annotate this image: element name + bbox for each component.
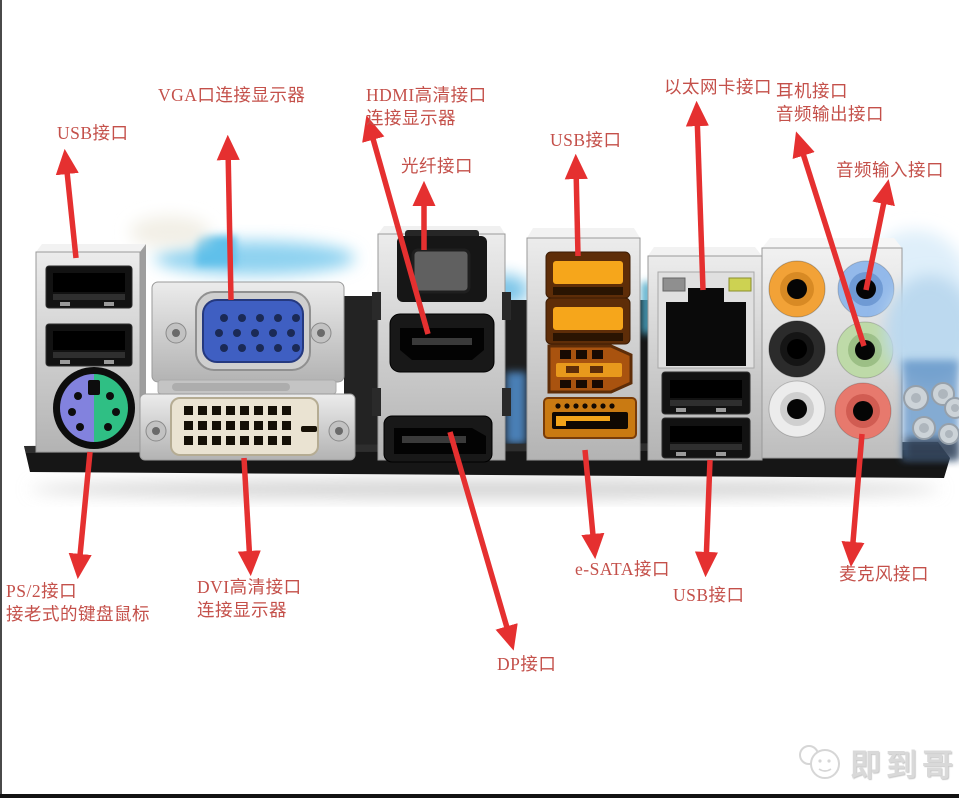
- usb-orange-port-1: [545, 251, 631, 299]
- arrow-audio-in: [863, 179, 895, 291]
- ethernet-usb-block: [647, 247, 763, 461]
- watermark-text: 即到哥: [850, 748, 958, 783]
- vga-dvi-block: [139, 281, 356, 461]
- chat-bubbles-icon: [799, 744, 840, 779]
- arrow-vga: [216, 134, 240, 301]
- audio-jack-white: [768, 380, 826, 438]
- audio-jack-green: [836, 321, 894, 379]
- label-usb-top-left: USB接口: [57, 123, 129, 143]
- optical-hdmi-dp-block: [372, 226, 511, 463]
- audio-jack-orange: [768, 260, 826, 318]
- label-hdmi: HDMI高清接口 连接显示器: [366, 85, 487, 129]
- label-ps2: PS/2接口 接老式的键盘鼠标: [6, 581, 150, 625]
- arrow-mic: [841, 433, 865, 568]
- label-usb-bottom: USB接口: [673, 585, 745, 605]
- usb-port-4: [661, 417, 751, 459]
- firewire-port: [547, 344, 633, 394]
- board-shadow: [30, 480, 940, 498]
- audio-jack-block: [761, 238, 903, 459]
- ethernet-port: [657, 271, 755, 369]
- arrow-dvi: [237, 457, 261, 577]
- arrow-dp: [447, 431, 518, 651]
- vga-port: [195, 291, 311, 371]
- usb-ps2-block: [35, 244, 146, 453]
- arrow-usb-top-left: [55, 148, 79, 259]
- label-dp: DP接口: [497, 654, 557, 674]
- arrow-usb-bottom: [694, 459, 719, 578]
- displayport-port: [383, 415, 493, 463]
- pcb-capacitors: [885, 275, 959, 460]
- hdmi-port: [389, 313, 495, 373]
- usb-port-2: [45, 323, 133, 367]
- audio-jack-black: [768, 320, 826, 378]
- label-optical: 光纤接口: [401, 156, 473, 176]
- arrow-hdmi: [362, 115, 431, 335]
- label-headphone: 耳机接口 音频输出接口: [776, 81, 884, 125]
- arrow-esata: [581, 449, 605, 560]
- usb-orange-port-2: [545, 297, 631, 345]
- dvi-port: [170, 397, 319, 456]
- label-esata: e-SATA接口: [575, 559, 670, 579]
- esata-port: [543, 397, 637, 439]
- arrow-ethernet: [685, 100, 709, 291]
- usb-port-3: [661, 371, 751, 415]
- label-vga: VGA口连接显示器: [158, 85, 306, 105]
- label-usb-orange: USB接口: [550, 130, 622, 150]
- frame-bottom-line: [0, 794, 959, 798]
- audio-jack-pink: [834, 382, 892, 440]
- frame-left-line: [0, 0, 2, 798]
- usb-port-1: [45, 265, 133, 309]
- label-dvi: DVI高清接口 连接显示器: [197, 577, 302, 621]
- label-ethernet: 以太网卡接口: [664, 77, 772, 97]
- annotation-arrows: [55, 100, 895, 651]
- arrow-headphone: [792, 131, 867, 347]
- orange-port-stack: [526, 228, 641, 461]
- label-mic: 麦克风接口: [839, 564, 929, 584]
- arrow-usb-orange: [564, 153, 588, 257]
- label-audio-in: 音频输入接口: [836, 160, 944, 180]
- arrow-ps2: [68, 451, 93, 580]
- ps2-port: [53, 367, 135, 449]
- watermark: 即到哥: [796, 740, 958, 785]
